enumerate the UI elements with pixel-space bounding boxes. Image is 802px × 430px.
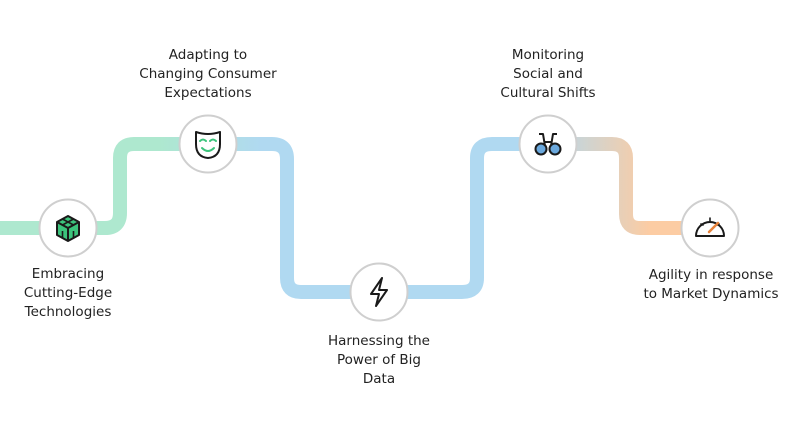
step-node-1 [38, 198, 98, 258]
path-segment-1 [0, 137, 493, 299]
step-label-big-data: Harnessing the Power of Big Data [328, 333, 430, 387]
step-node-4 [518, 114, 578, 174]
step-label-cultural-shifts: Monitoring Social and Cultural Shifts [500, 47, 596, 101]
step-label-consumer-expectations: Adapting to Changing Consumer Expectatio… [139, 47, 277, 101]
gauge-icon [695, 217, 725, 237]
step-label-embracing-technologies: Embracing Cutting-Edge Technologies [23, 266, 113, 320]
connector-path [0, 137, 710, 299]
step-node-5 [680, 198, 740, 258]
step-label-market-dynamics: Agility in response to Market Dynamics [643, 267, 779, 302]
path-segment-2 [492, 137, 710, 235]
lightning-icon [370, 277, 388, 307]
binoculars-icon [534, 133, 562, 156]
mask-icon [195, 131, 221, 159]
cube-icon [56, 215, 80, 242]
step-node-2 [178, 114, 238, 174]
step-node-3 [349, 262, 409, 322]
